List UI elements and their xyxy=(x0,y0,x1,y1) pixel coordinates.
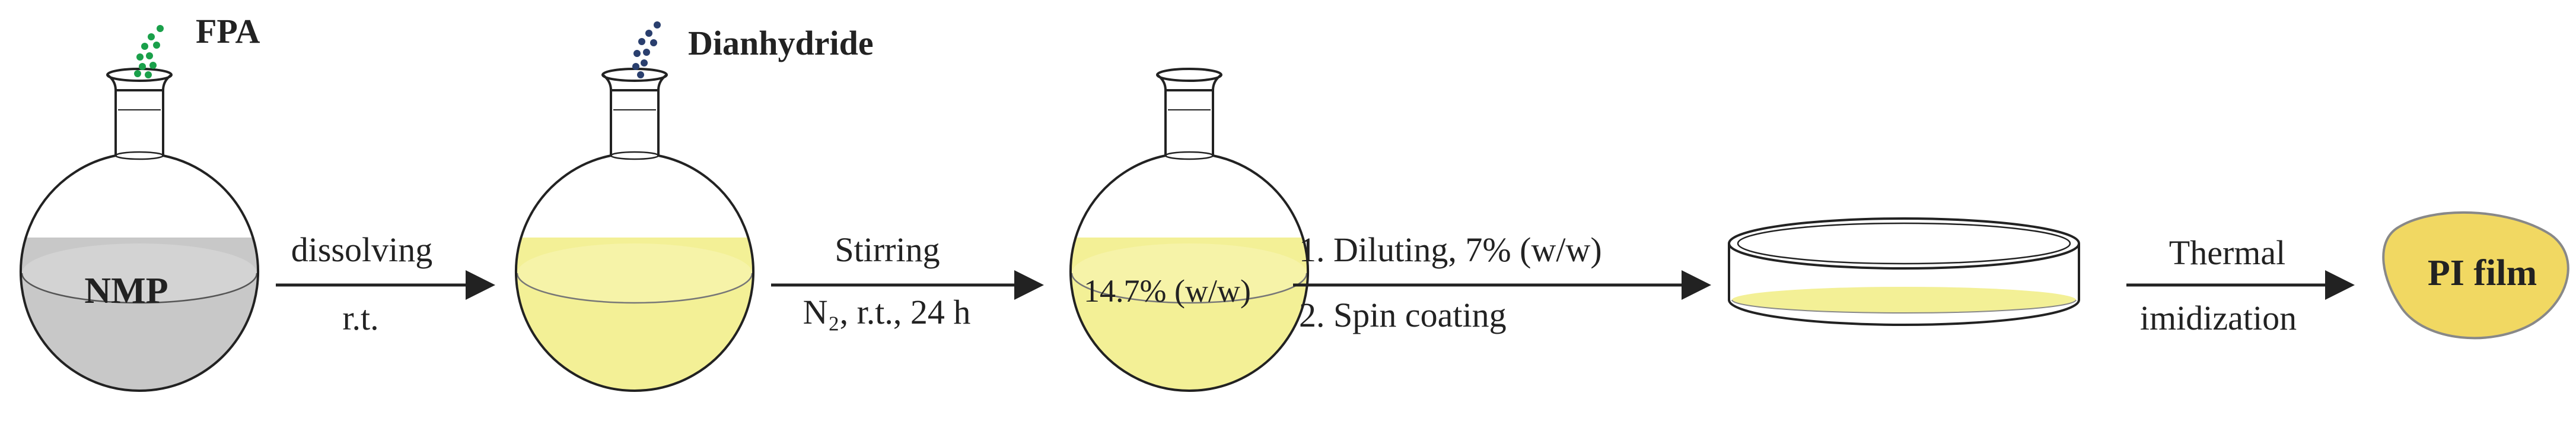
petri-dish xyxy=(1728,217,2080,326)
pi-film xyxy=(2382,211,2569,340)
step-stirring-condition: N₂, r.t., 24 h xyxy=(803,293,971,331)
flask-solution xyxy=(515,68,754,392)
step-stirring-label: Stirring xyxy=(835,230,940,269)
concentration-label: 14.7% (w/w) xyxy=(1084,273,1251,309)
product-label: PI film xyxy=(2428,253,2537,293)
step-spin-coating-label: 2. Spin coating xyxy=(1299,296,1507,334)
step-diluting-label: 1. Diluting, 7% (w/w) xyxy=(1299,230,1602,269)
solvent-label: NMP xyxy=(84,271,168,311)
step-thermal-label: Thermal xyxy=(2169,233,2285,272)
fpa-dots xyxy=(134,25,164,78)
step-dissolving-label: dissolving xyxy=(291,230,433,269)
fpa-label: FPA xyxy=(196,12,260,50)
step-dissolving-condition: r.t. xyxy=(342,299,378,337)
dianhydride-label: Dianhydride xyxy=(688,24,874,62)
dianhydride-dots xyxy=(632,21,661,78)
flask-concentrated-solution xyxy=(1069,68,1309,392)
step-imidization-label: imidization xyxy=(2140,299,2297,337)
flask-nmp xyxy=(20,68,259,392)
